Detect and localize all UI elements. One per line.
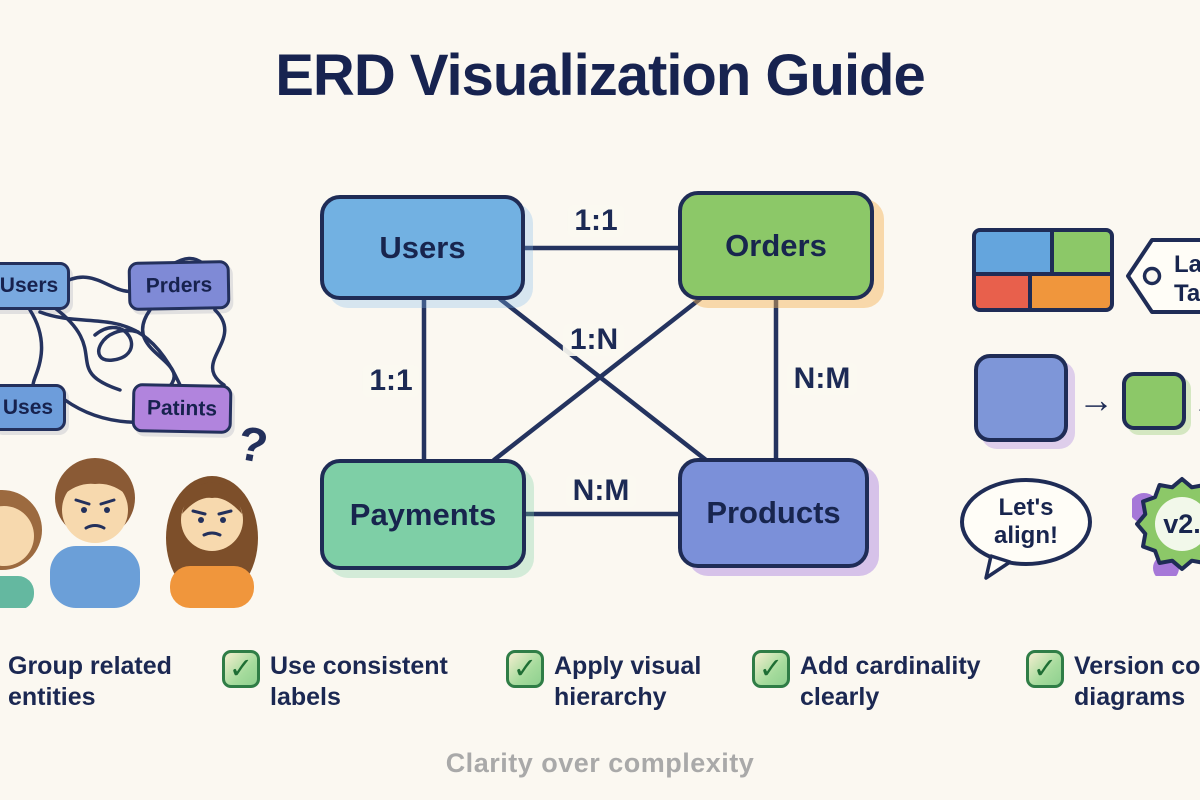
speech-bubble-tail — [984, 554, 1012, 580]
checklist-label: Use consistent labels — [270, 652, 448, 711]
cardinality-users-orders: 1:1 — [567, 205, 625, 237]
tag-text-line2: Tag — [1174, 280, 1200, 307]
messy-entity-prders: Prders — [127, 260, 231, 311]
confused-people-illustration — [0, 458, 258, 608]
after-entity-square — [1122, 372, 1186, 430]
cardinality-orders-products: N:M — [786, 363, 858, 395]
person-left-partial — [0, 490, 42, 608]
arrow-right-icon: → — [1192, 386, 1200, 422]
tag-text-line1: Lab — [1174, 251, 1200, 278]
cardinality-users-products: 1:N — [562, 324, 626, 356]
checklist-item-consistent-labels: ✓ Use consistent labels — [222, 650, 460, 712]
person-center-confused — [50, 458, 140, 608]
mosaic-tile-blue — [976, 232, 1050, 272]
version-badge: v2. — [1132, 477, 1200, 576]
before-entity-square — [974, 354, 1068, 442]
checklist-item-visual-hierarchy: ✓ Apply visual hierarchy — [506, 650, 719, 712]
checklist-label: Add cardinality clearly — [800, 652, 981, 711]
speech-bubble: Let's align! — [960, 478, 1092, 566]
entity-payments: Payments — [320, 459, 526, 570]
mosaic-tile-green — [1054, 232, 1110, 272]
messy-entity-uses: Uses — [0, 384, 66, 431]
checkbox-icon: ✓ — [506, 650, 544, 688]
cardinality-users-payments: 1:1 — [362, 365, 420, 397]
arrow-right-icon: → — [1078, 379, 1114, 420]
checklist-label: Group related entities — [8, 652, 172, 711]
entity-users: Users — [320, 195, 525, 300]
checkbox-icon: ✓ — [222, 650, 260, 688]
label-tag-icon: Lab Tag — [1126, 238, 1200, 314]
checkbox-icon: ✓ — [752, 650, 790, 688]
tagline: Clarity over complexity — [445, 748, 755, 778]
badge-version-text: v2. — [1163, 509, 1200, 539]
entity-products: Products — [678, 458, 869, 568]
checklist-label: Version co diagrams — [1074, 652, 1200, 711]
messy-entity-patints: Patints — [131, 383, 233, 434]
mosaic-tile-orange — [1032, 276, 1110, 308]
person-right-worried — [166, 476, 258, 608]
checklist-item-version-diagrams: ✓ Version co diagrams — [1026, 650, 1200, 712]
grouping-mosaic-icon — [972, 228, 1114, 312]
poster-title: ERD Visualization Guide — [275, 43, 926, 108]
checklist-item-cardinality: ✓ Add cardinality clearly — [752, 650, 1000, 712]
entity-orders: Orders — [678, 191, 874, 300]
cardinality-payments-products: N:M — [565, 475, 637, 507]
speech-bubble-text: Let's align! — [994, 494, 1058, 549]
checklist-item-group-entities: ✓ Group related entities — [0, 650, 183, 712]
messy-entity-users: Users — [0, 262, 70, 310]
checklist-label: Apply visual hierarchy — [554, 652, 702, 711]
mosaic-tile-red — [976, 276, 1028, 308]
checkbox-icon: ✓ — [1026, 650, 1064, 688]
